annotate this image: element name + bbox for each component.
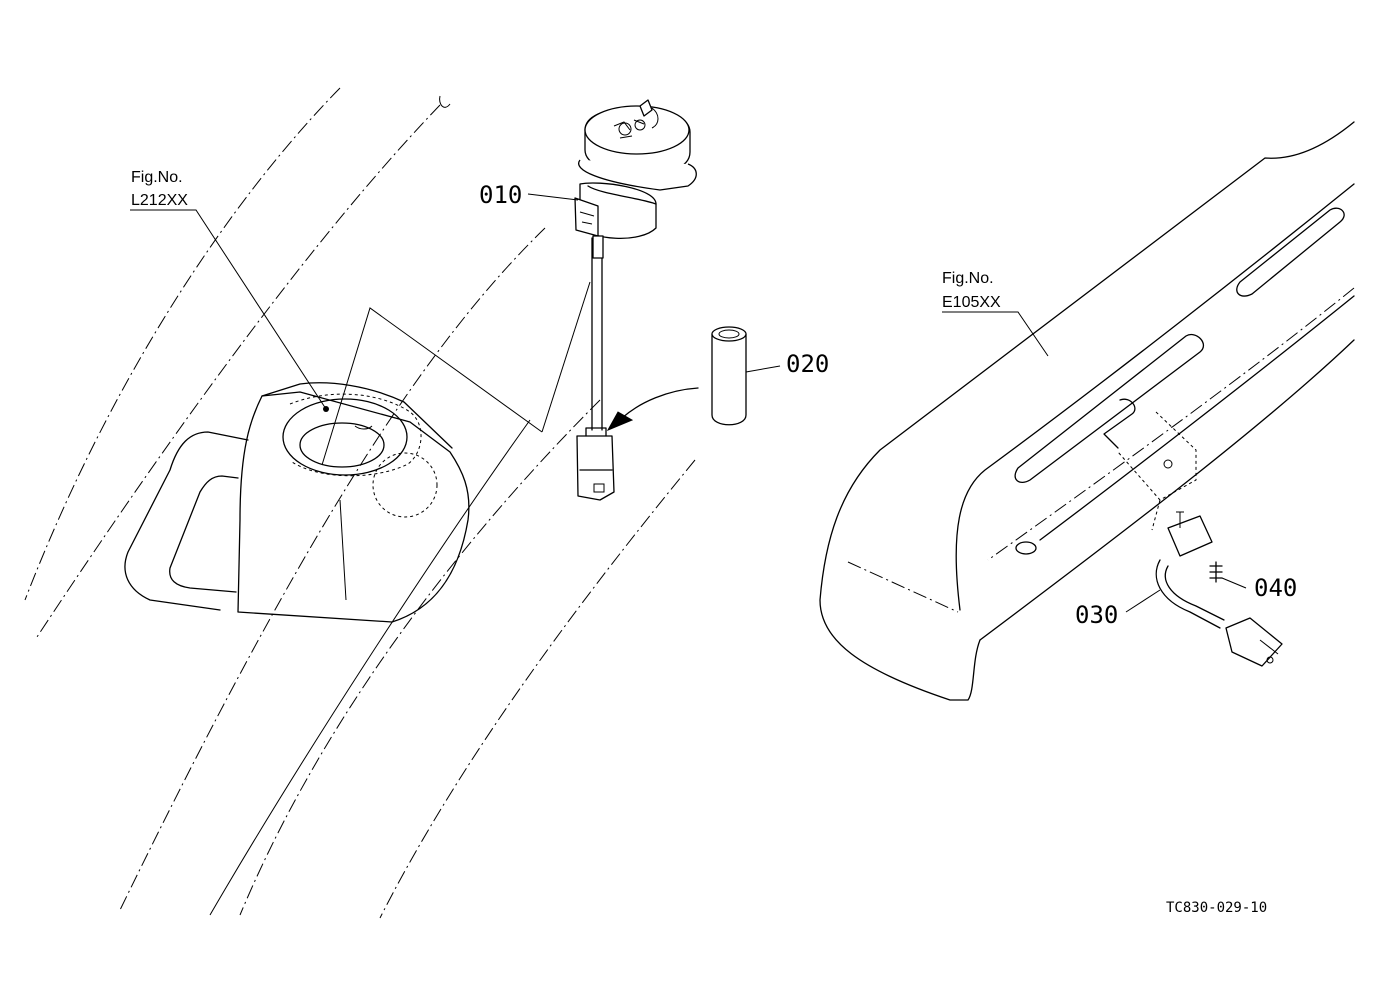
protective-tube	[711, 326, 747, 426]
fig-ref-e105-code: E105XX	[942, 294, 1001, 311]
console-boss	[124, 382, 470, 623]
fig-ref-e105-prefix: Fig.No.	[942, 270, 994, 287]
insertion-arrow	[606, 387, 699, 432]
callout-040: 040	[1254, 574, 1297, 602]
fig-ref-l212-code: L212XX	[131, 192, 188, 209]
callout-010: 010	[479, 181, 522, 209]
key-switch	[574, 99, 697, 501]
fig-ref-l212-prefix: Fig.No.	[131, 169, 183, 186]
bracket-plate	[819, 121, 1355, 701]
sensor-harness	[1155, 511, 1283, 667]
drawing-code: TC830-029-10	[1166, 900, 1267, 916]
leader-lines	[130, 193, 1247, 613]
callout-030: 030	[1075, 601, 1118, 629]
install-guide-lines	[321, 281, 591, 466]
callout-020: 020	[786, 350, 829, 378]
